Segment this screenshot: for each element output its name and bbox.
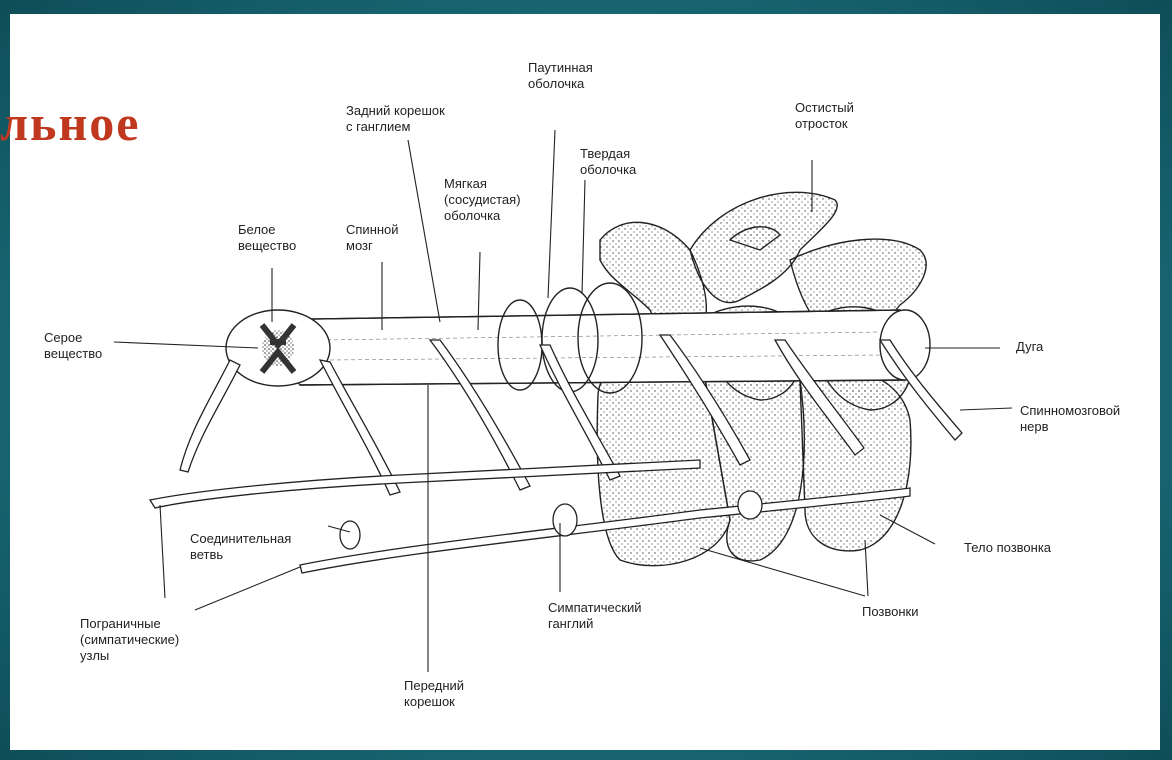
label-sympathetic-ganglion: Симпатический ганглий bbox=[548, 600, 642, 632]
cord-cross-section bbox=[226, 310, 330, 386]
label-spinal-cord: Спинной мозг bbox=[346, 222, 399, 254]
label-border-nodes: Пограничные (симпатические) узлы bbox=[80, 616, 179, 664]
label-white-matter: Белое вещество bbox=[238, 222, 296, 254]
label-spinal-nerve: Спинномозговой нерв bbox=[1020, 403, 1120, 435]
label-dura-mater: Твердая оболочка bbox=[580, 146, 636, 178]
label-ventral-root: Передний корешок bbox=[404, 678, 464, 710]
label-arch: Дуга bbox=[1016, 339, 1043, 355]
label-communicating-branch: Соединительная ветвь bbox=[190, 531, 291, 563]
label-gray-matter: Серое вещество bbox=[44, 330, 102, 362]
label-vertebral-body: Тело позвонка bbox=[964, 540, 1051, 556]
label-vertebrae: Позвонки bbox=[862, 604, 919, 620]
label-arachnoid: Паутинная оболочка bbox=[528, 60, 593, 92]
label-pia-mater: Мягкая (сосудистая) оболочка bbox=[444, 176, 521, 224]
label-spinous-process: Остистый отросток bbox=[795, 100, 854, 132]
label-dorsal-root: Задний корешок с ганглием bbox=[346, 103, 445, 135]
